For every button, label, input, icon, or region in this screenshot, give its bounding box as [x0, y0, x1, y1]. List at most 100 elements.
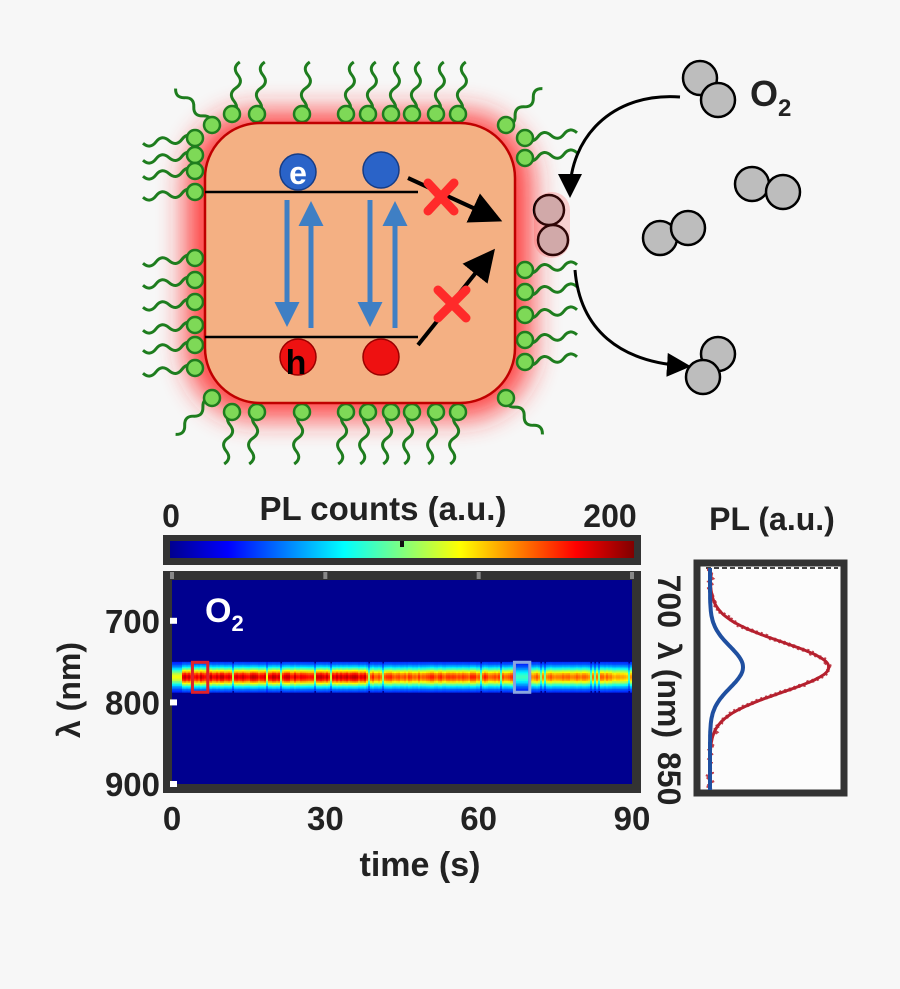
heatmap-cell: [346, 666, 349, 669]
heatmap-cell: [476, 668, 479, 671]
heatmap-cell: [186, 666, 189, 669]
heatmap-cell: [452, 668, 455, 671]
heatmap-cell: [414, 677, 417, 680]
heatmap-cell: [368, 668, 371, 671]
heatmap-cell: [506, 676, 509, 679]
heatmap-cell: [358, 684, 361, 687]
heatmap-cell: [280, 679, 283, 682]
heatmap-cell: [332, 661, 335, 664]
heatmap-cell: [176, 671, 179, 674]
heatmap-cell: [316, 668, 319, 671]
heatmap-cell: [570, 690, 573, 693]
heatmap-cell: [406, 684, 409, 687]
heatmap-cell: [394, 674, 397, 677]
heatmap-cell: [558, 687, 561, 690]
heatmap-cell: [578, 665, 581, 667]
heatmap-cell: [550, 673, 553, 675]
heatmap-cell: [194, 684, 197, 687]
heatmap-cell: [314, 676, 317, 679]
heatmap-cell: [322, 669, 325, 672]
heatmap-cell: [474, 690, 477, 693]
heatmap-x-axis-label: time (s): [360, 846, 481, 884]
heatmap-cell: [446, 668, 449, 671]
heatmap-cell: [430, 684, 433, 687]
heatmap-cell: [482, 682, 485, 685]
heatmap-cell: [478, 665, 481, 667]
heatmap-cell: [320, 666, 323, 669]
heatmap-cell: [420, 666, 423, 669]
heatmap-cell: [294, 671, 297, 674]
heatmap-cell: [364, 684, 367, 687]
heatmap-cell: [490, 681, 493, 683]
heatmap-cell: [568, 665, 571, 667]
heatmap-cell: [424, 681, 427, 683]
heatmap-cell: [588, 689, 591, 691]
heatmap-cell: [630, 681, 632, 683]
heatmap-cell: [434, 673, 437, 675]
heatmap-cell: [454, 684, 457, 687]
heatmap-cell: [614, 690, 617, 693]
heatmap-cell: [616, 684, 619, 687]
heatmap-cell: [220, 668, 223, 671]
heatmap-cell: [310, 671, 313, 674]
heatmap-cell: [462, 687, 465, 690]
heatmap-cell: [578, 666, 581, 669]
heatmap-cell: [562, 673, 565, 675]
heatmap-cell: [264, 669, 267, 672]
heatmap-cell: [508, 674, 511, 677]
heatmap-cell: [506, 661, 509, 664]
heatmap-cell: [520, 677, 523, 680]
heatmap-cell: [496, 668, 499, 671]
heatmap-cell: [422, 666, 425, 669]
heatmap-cell: [444, 676, 447, 679]
heatmap-cell: [482, 673, 485, 675]
heatmap-cell: [238, 669, 241, 672]
heatmap-cell: [398, 674, 401, 677]
heatmap-cell: [358, 676, 361, 679]
heatmap-cell: [452, 669, 455, 672]
heatmap-cell: [274, 690, 277, 693]
heatmap-cell: [350, 685, 353, 688]
heatmap-cell: [444, 666, 447, 669]
heatmap-cell: [226, 681, 229, 683]
heatmap-cell: [470, 679, 473, 682]
heatmap-cell: [546, 673, 549, 675]
heatmap-cell: [378, 684, 381, 687]
heatmap-cell: [272, 690, 275, 693]
heatmap-cell: [460, 666, 463, 669]
heatmap-cell: [346, 685, 349, 688]
heatmap-cell: [300, 669, 303, 672]
heatmap-cell: [240, 690, 243, 693]
heatmap-cell: [532, 673, 535, 675]
x-tick-mark: [630, 572, 634, 579]
heatmap-cell: [308, 681, 311, 683]
heatmap-cell: [224, 666, 227, 669]
heatmap-cell: [264, 666, 267, 669]
heatmap-cell: [194, 666, 197, 669]
heatmap-cell: [234, 690, 237, 693]
heatmap-cell: [416, 689, 419, 691]
heatmap-cell: [320, 674, 323, 677]
heatmap-cell: [538, 666, 541, 669]
heatmap-cell: [216, 689, 219, 691]
heatmap-cell: [312, 679, 315, 682]
heatmap-cell: [274, 677, 277, 680]
heatmap-cell: [230, 681, 233, 683]
heatmap-cell: [610, 690, 613, 693]
heatmap-cell: [316, 690, 319, 693]
heatmap-cell: [482, 687, 485, 690]
heatmap-cell: [522, 681, 525, 683]
heatmap-cell: [204, 677, 207, 680]
heatmap-cell: [496, 687, 499, 690]
heatmap-cell: [306, 682, 309, 685]
heatmap-cell: [624, 661, 627, 664]
heatmap-cell: [320, 690, 323, 693]
heatmap-cell: [282, 665, 285, 667]
heatmap-cell: [238, 689, 241, 691]
heatmap-cell: [218, 681, 221, 683]
heatmap-cell: [308, 668, 311, 671]
heatmap-cell: [342, 666, 345, 669]
heatmap-cell: [332, 669, 335, 672]
heatmap-cell: [174, 681, 177, 683]
heatmap-cell: [234, 673, 237, 675]
